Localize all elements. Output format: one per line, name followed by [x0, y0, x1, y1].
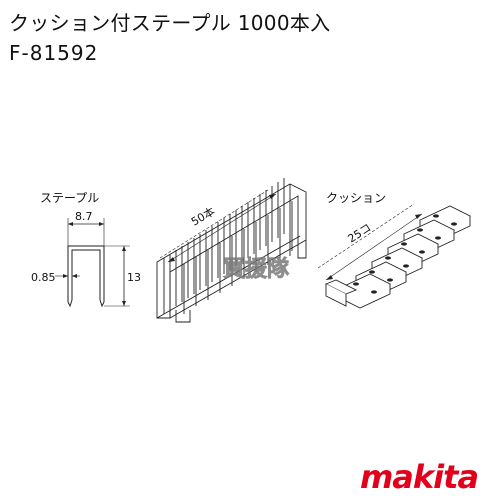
staple-dimension-figure: ステープル 8.7 0.85 13 — [31, 191, 141, 308]
staple-width-label: 8.7 — [75, 210, 93, 223]
cushion-count-label: 25コ — [346, 221, 374, 246]
staple-heading: ステープル — [40, 191, 99, 205]
staple-thickness-label: 0.85 — [31, 271, 56, 284]
staple-strip-figure — [156, 178, 307, 323]
makita-logo: makita — [345, 458, 493, 494]
staple-height-label: 13 — [127, 271, 141, 284]
watermark-text: 買援隊 — [223, 256, 290, 282]
cushion-heading: クッション — [326, 191, 386, 205]
model-number: F-81592 — [9, 41, 99, 65]
product-title: クッション付ステープル 1000本入 — [9, 11, 331, 35]
cushion-figure: クッション — [317, 191, 472, 309]
logo-wordmark: makita — [360, 458, 478, 494]
